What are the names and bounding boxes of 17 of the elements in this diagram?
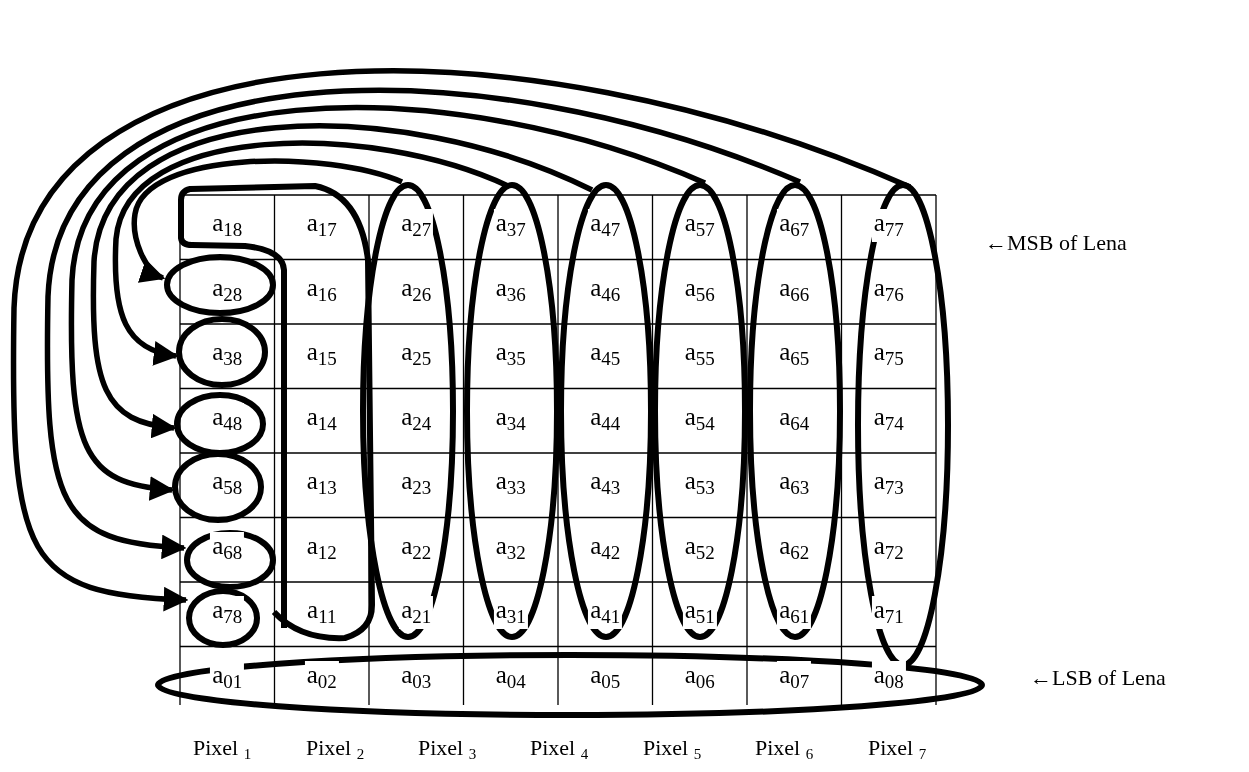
column-label: Pixel $_{4}$ <box>530 735 589 761</box>
curved-arrow <box>131 158 403 281</box>
column-label: Pixel $_{7}$ <box>868 735 927 761</box>
column-label: Pixel $_{6}$ <box>755 735 814 761</box>
curved-arrow <box>112 140 510 365</box>
curved-arrow <box>90 123 594 438</box>
column-label: Pixel $_{1}$ <box>193 735 252 761</box>
row-label: ←LSB of Lena <box>1030 665 1166 691</box>
column-label: Pixel $_{2}$ <box>306 735 365 761</box>
row-label: ←MSB of Lena <box>985 230 1127 256</box>
cell-text: a$_{21}$ <box>399 596 434 629</box>
curved-arrow <box>68 104 706 501</box>
column-label: Pixel $_{5}$ <box>643 735 702 761</box>
column-label: Pixel $_{3}$ <box>418 735 477 761</box>
cell-text: a$_{77}$ <box>871 209 906 242</box>
cell-text: a$_{71}$ <box>871 596 906 629</box>
curved-arrow <box>44 87 801 559</box>
